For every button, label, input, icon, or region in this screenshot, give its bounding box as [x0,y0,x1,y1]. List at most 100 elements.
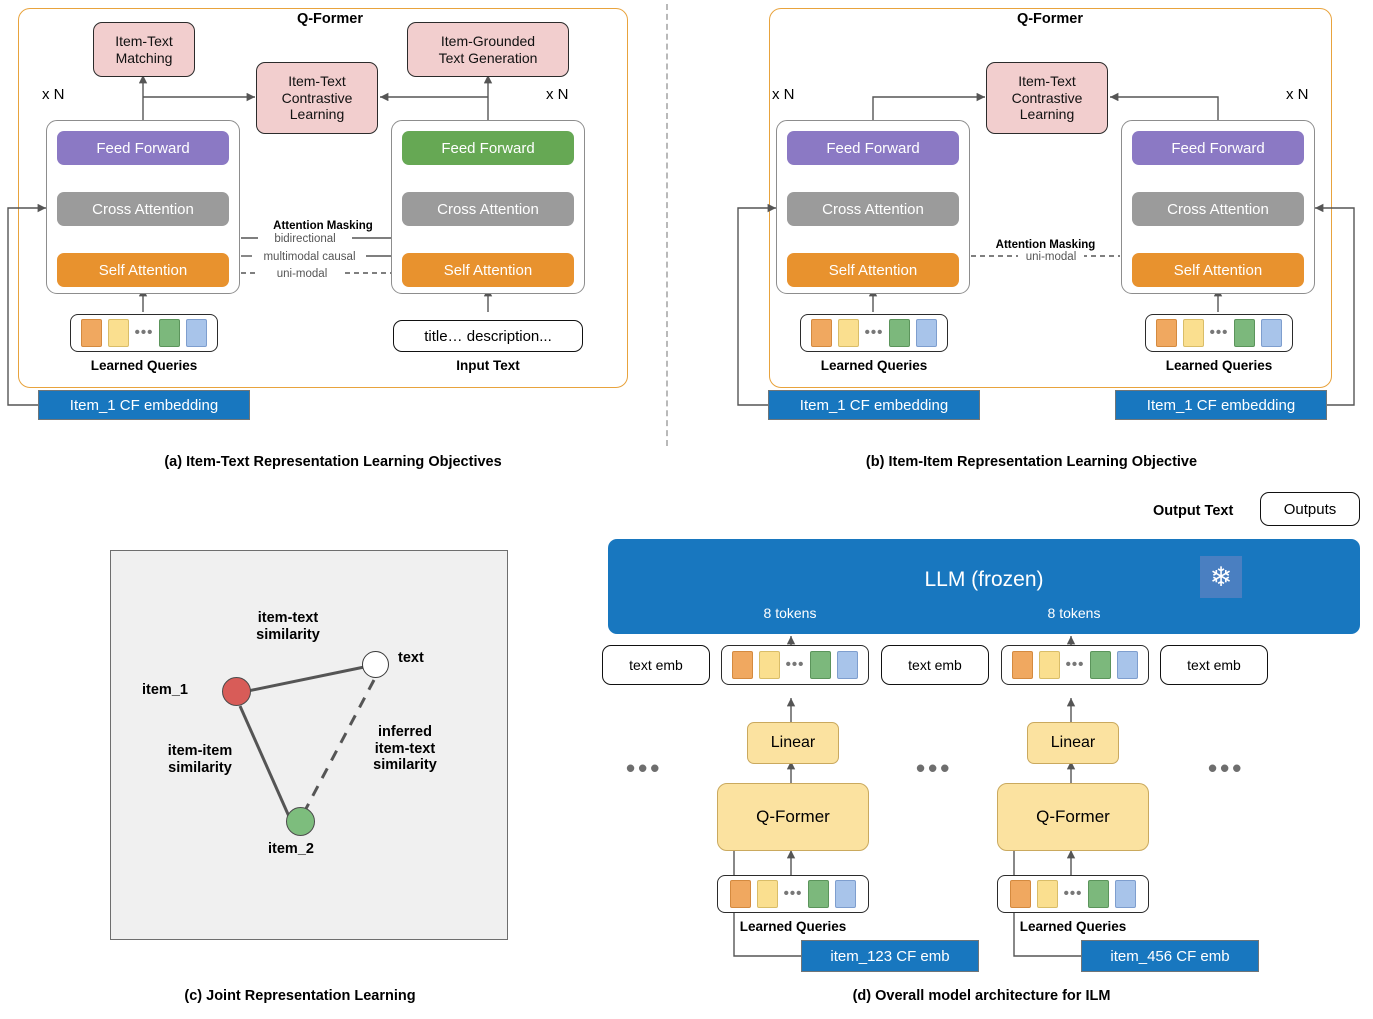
self-attention-b-right: Self Attention [1132,253,1304,287]
cross-attention-a-left: Cross Attention [57,192,229,226]
qformer-title-a: Q-Former [296,11,364,27]
input-text-label: Input Text [456,357,520,373]
query-token-4 [1115,880,1137,908]
query-token-2 [756,880,778,908]
query-token-1 [731,651,753,679]
query-token-1 [810,319,832,347]
query-token-1 [1009,880,1031,908]
query-token-2 [1182,319,1204,347]
query-token-3 [1234,319,1256,347]
node-item_2 [286,807,315,836]
repeat-label-b-right: x N [1286,86,1309,103]
query-tokens-strip-1: ••• [721,645,869,685]
attention-masking-title-b: Attention Masking [995,238,1096,251]
cf-embedding-d-1: item_123 CF emb [801,940,979,972]
qformer-block-1: Q-Former [717,783,869,851]
text-emb-box-2: text emb [881,645,989,685]
llm-label: LLM (frozen) [924,568,1044,591]
feed-forward-a-left: Feed Forward [57,131,229,165]
learned-queries-label-b-left: Learned Queries [820,357,928,373]
qformer-title-b: Q-Former [1016,11,1084,27]
learned-queries-label-d-1: Learned Queries [739,918,847,934]
linear-block-1: Linear [747,722,839,764]
learned-queries-d-1: ••• [717,875,869,913]
cross-attention-b-left: Cross Attention [787,192,959,226]
query-token-2 [1036,880,1058,908]
node-label-item_1: item_1 [142,682,188,698]
query-token-3 [810,651,832,679]
cf-embedding-b-right: Item_1 CF embedding [1115,390,1327,420]
learned-queries-label-a-left: Learned Queries [90,357,198,373]
linear-block-2: Linear [1027,722,1119,764]
query-token-4 [1261,319,1283,347]
query-token-2 [758,651,780,679]
caption-b: (b) Item-Item Representation Learning Ob… [865,454,1198,470]
learned-queries-b-right: ••• [1145,314,1293,352]
feed-forward-a-right: Feed Forward [402,131,574,165]
self-attention-a-left: Self Attention [57,253,229,287]
cross-attention-b-right: Cross Attention [1132,192,1304,226]
cross-attention-a-right: Cross Attention [402,192,574,226]
node-text [362,651,389,678]
query-token-3 [808,880,830,908]
caption-c: (c) Joint Representation Learning [184,988,416,1004]
self-attention-a-right: Self Attention [402,253,574,287]
cf-embedding-b-left: Item_1 CF embedding [768,390,980,420]
output-text-label: Output Text [1153,503,1234,519]
cf-embedding-a: Item_1 CF embedding [38,390,250,420]
node-label-text: text [398,650,424,666]
query-tokens-strip-2: ••• [1001,645,1149,685]
node-item_1 [222,677,251,706]
query-token-2 [1038,651,1060,679]
query-token-3 [159,319,181,347]
repeat-label-a-left: x N [42,86,65,103]
feed-forward-b-left: Feed Forward [787,131,959,165]
learned-queries-label-d-2: Learned Queries [1019,918,1127,934]
outputs-box: Outputs [1260,492,1360,526]
mask-mode-multimodal-causal: multimodal causal [253,249,366,264]
cf-embedding-d-2: item_456 CF emb [1081,940,1259,972]
query-token-1 [729,880,751,908]
panel-c-edges [238,663,376,822]
joint-space-box [110,550,508,940]
qformer-block-2: Q-Former [997,783,1149,851]
mask-mode-uni-modal: uni-modal [259,266,345,281]
repeat-label-a-right: x N [546,86,569,103]
panel-b: Q-Former [690,0,1373,480]
query-token-3 [889,319,911,347]
token-count-label-2: 8 tokens [1047,605,1101,621]
attention-masking-title-a: Attention Masking [273,219,373,232]
input-text-box: title… description... [393,320,583,352]
query-token-2 [107,319,129,347]
learned-queries-d-2: ••• [997,875,1149,913]
text-emb-box-1: text emb [602,645,710,685]
token-count-label-1: 8 tokens [763,605,817,621]
query-token-4 [1117,651,1139,679]
caption-d: (d) Overall model architecture for ILM [852,988,1111,1004]
query-token-1 [1155,319,1177,347]
query-token-4 [916,319,938,347]
query-token-1 [1011,651,1033,679]
feed-forward-b-right: Feed Forward [1132,131,1304,165]
query-token-4 [835,880,857,908]
learned-queries-a-left: ••• [70,314,218,352]
panel-d: Output Text Outputs LLM (frozen) ❄ 8 tok… [590,490,1373,1019]
self-attention-b-left: Self Attention [787,253,959,287]
query-token-3 [1090,651,1112,679]
text-emb-box-3: text emb [1160,645,1268,685]
query-token-1 [80,319,102,347]
repeat-label-b-left: x N [772,86,795,103]
learned-queries-label-b-right: Learned Queries [1165,357,1273,373]
panel-divider [666,4,668,446]
